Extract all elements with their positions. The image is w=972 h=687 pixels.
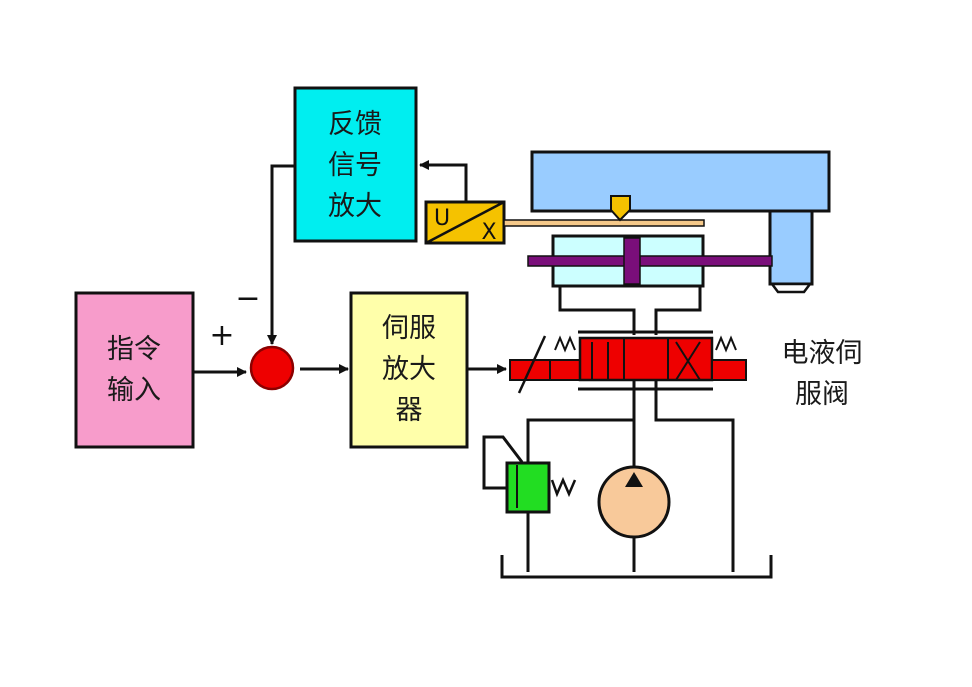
command-input-block: 指令 输入: [74, 291, 195, 449]
relief-valve: [482, 435, 577, 514]
hydraulic-cylinder: [527, 234, 773, 288]
servo-amplifier-block: 伺服 放大 器: [349, 291, 469, 449]
servo-amp-label-1: 伺服: [382, 313, 436, 344]
displacement-transducer: U X: [424, 200, 506, 245]
transducer-u-label: U: [434, 206, 450, 231]
transducer-rod: [503, 219, 705, 227]
load-table: [530, 150, 831, 294]
transducer-x-label: X: [481, 220, 496, 245]
servo-valve-label-2: 服阀: [795, 379, 849, 410]
supply-branch: [526, 418, 634, 572]
servo-valve: [509, 330, 747, 394]
plus-sign: +: [209, 318, 234, 353]
servo-amp-label-2: 放大: [382, 354, 436, 385]
cylinder-line-a: [558, 286, 636, 335]
servo-amp-label-3: 器: [396, 395, 423, 426]
pump: [597, 465, 671, 539]
feedback-label-2: 信号: [328, 150, 382, 181]
minus-sign: −: [235, 281, 260, 316]
feedback-to-sum-arrow: [267, 164, 295, 345]
summing-junction: [249, 345, 295, 391]
transducer-to-feedback-arrow: [419, 160, 468, 203]
servo-valve-label-1: 电液伺: [782, 338, 863, 369]
feedback-label-1: 反馈: [328, 109, 382, 140]
cylinder-line-b: [654, 286, 702, 335]
feedback-amplifier-block: 反馈 信号 放大: [293, 86, 418, 243]
tank: [500, 555, 773, 579]
return-line: [654, 380, 735, 572]
command-label-1: 指令: [107, 334, 161, 365]
feedback-label-3: 放大: [328, 191, 382, 222]
probe-tip: [610, 195, 631, 222]
command-label-2: 输入: [107, 375, 161, 406]
